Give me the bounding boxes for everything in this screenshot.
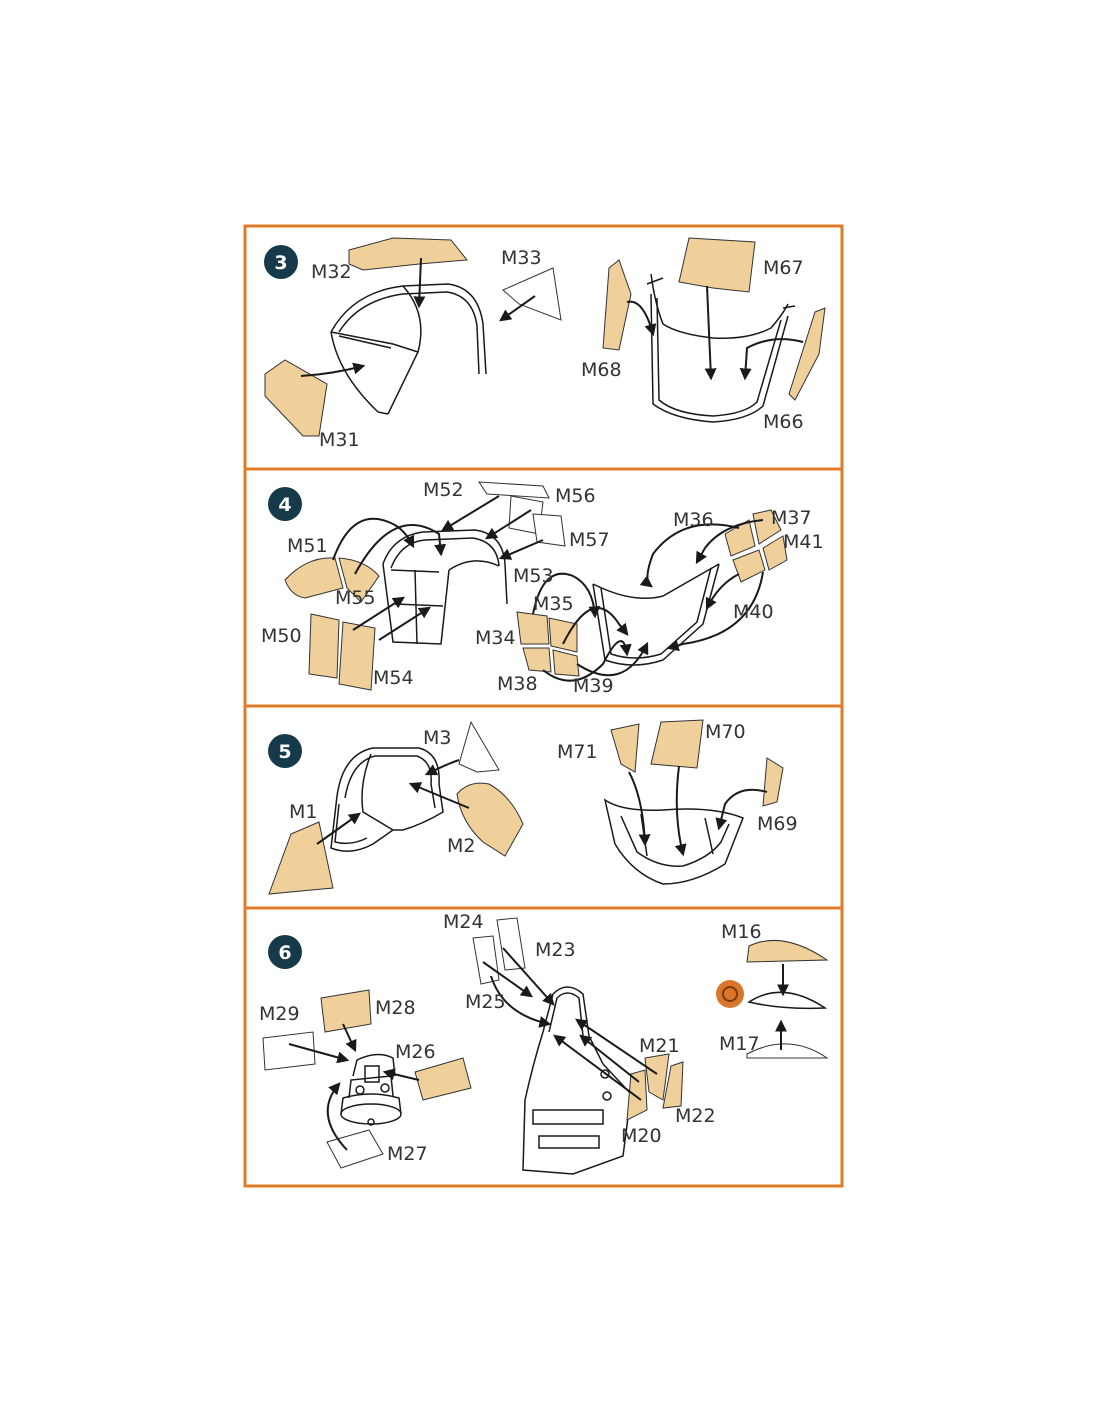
canopy-frame-step5 — [330, 747, 444, 852]
label-m53: M53 — [513, 565, 554, 587]
canopy-frame-front — [330, 283, 487, 415]
windshield-frame — [646, 273, 796, 423]
mask-m33 — [502, 267, 562, 321]
label-m55: M55 — [335, 587, 376, 609]
mask-m25 — [496, 917, 526, 971]
label-m29: M29 — [259, 1003, 300, 1025]
label-m36: M36 — [673, 509, 714, 531]
label-m22: M22 — [675, 1105, 716, 1127]
masks-m20-m22 — [626, 1053, 684, 1121]
label-m34: M34 — [475, 627, 516, 649]
mask-m26 — [414, 1057, 472, 1101]
mask-m52 — [478, 481, 550, 499]
label-m27: M27 — [387, 1143, 428, 1165]
step-5-panel: 5 M3 M70 M71 M1 M — [243, 704, 844, 910]
step-4-arrows — [332, 495, 764, 682]
mask-m24 — [472, 935, 500, 985]
step-4-panel: 4 — [243, 467, 844, 708]
label-m33: M33 — [501, 247, 542, 269]
step-5-badge: 5 — [268, 734, 302, 768]
mask-m71 — [610, 723, 640, 773]
label-m2: M2 — [447, 835, 475, 857]
label-m31: M31 — [319, 429, 360, 451]
label-m57: M57 — [569, 529, 610, 551]
step-number: 3 — [274, 252, 287, 274]
label-m50: M50 — [261, 625, 302, 647]
step-6-panel: 6 — [243, 906, 844, 1188]
mask-m31 — [264, 359, 328, 437]
assembly-diagram: 3 — [243, 224, 844, 1188]
label-m68: M68 — [581, 359, 622, 381]
label-m32: M32 — [311, 261, 352, 283]
mask-m66 — [788, 307, 826, 401]
label-m70: M70 — [705, 721, 746, 743]
label-m52: M52 — [423, 479, 464, 501]
step-number: 6 — [278, 942, 291, 964]
label-m51: M51 — [287, 535, 328, 557]
step-4-badge: 4 — [268, 487, 302, 521]
masks-m37-m41 — [724, 509, 788, 583]
mask-m67 — [678, 237, 756, 293]
light-lens-part — [747, 991, 828, 1010]
label-m1: M1 — [289, 801, 317, 823]
masks-m51-m55 — [284, 557, 380, 603]
label-m28: M28 — [375, 997, 416, 1019]
mask-m3 — [458, 720, 500, 773]
label-m21: M21 — [639, 1035, 680, 1057]
step-6-badge: 6 — [268, 935, 302, 969]
gunsight-part — [340, 1053, 402, 1126]
label-m26: M26 — [395, 1041, 436, 1063]
mask-m1 — [268, 821, 334, 895]
mask-m27 — [326, 1129, 384, 1169]
step-number: 4 — [278, 494, 291, 516]
step-3-arrows — [300, 257, 804, 381]
label-m37: M37 — [771, 507, 812, 529]
mask-m68 — [602, 259, 632, 351]
step-3-badge: 3 — [264, 245, 298, 279]
label-m71: M71 — [557, 741, 598, 763]
mask-m70 — [650, 719, 704, 769]
label-m56: M56 — [555, 485, 596, 507]
mask-m17 — [746, 1043, 829, 1059]
mask-m69 — [762, 757, 784, 807]
glue-or-repeat-symbol-icon — [716, 980, 744, 1008]
masks-m50-m54 — [308, 613, 376, 691]
instruction-sheet: 3 — [243, 224, 844, 1188]
masks-m34-m38 — [516, 611, 580, 677]
label-m40: M40 — [733, 601, 774, 623]
label-m3: M3 — [423, 727, 451, 749]
label-m54: M54 — [373, 667, 414, 689]
label-m35: M35 — [533, 593, 574, 615]
label-m66: M66 — [763, 411, 804, 433]
step-5-arrows — [316, 759, 768, 857]
step-6-arrows — [288, 947, 789, 1151]
mask-m32 — [348, 237, 468, 271]
label-m20: M20 — [621, 1125, 662, 1147]
label-m38: M38 — [497, 673, 538, 695]
label-m39: M39 — [573, 675, 614, 697]
label-m23: M23 — [535, 939, 576, 961]
mask-m57 — [532, 513, 566, 547]
label-m25: M25 — [465, 991, 506, 1013]
label-m16: M16 — [721, 921, 762, 943]
label-m67: M67 — [763, 257, 804, 279]
label-m24: M24 — [443, 911, 484, 933]
label-m41: M41 — [783, 531, 824, 553]
mask-m28 — [320, 989, 372, 1033]
mask-m16 — [746, 940, 829, 963]
step-3-panel: 3 — [243, 224, 844, 471]
mask-m2 — [456, 782, 524, 857]
label-m17: M17 — [719, 1033, 760, 1055]
mask-m29 — [262, 1031, 316, 1071]
label-m69: M69 — [757, 813, 798, 835]
seat-armor-part — [522, 986, 632, 1175]
step-number: 5 — [278, 741, 291, 763]
